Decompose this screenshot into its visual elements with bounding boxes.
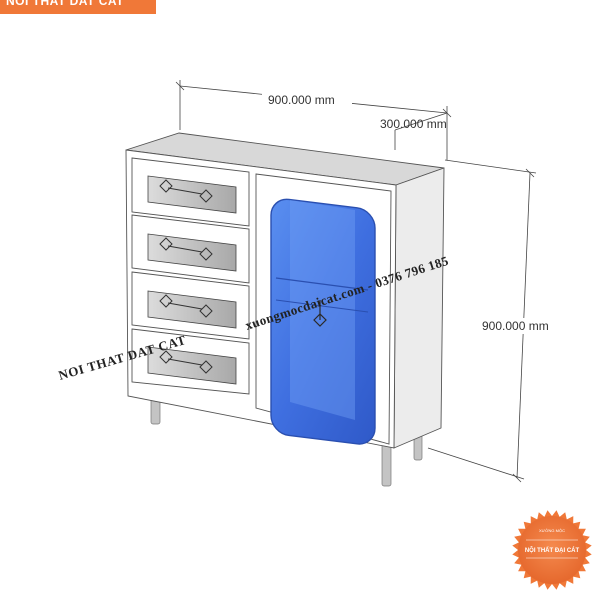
top-logo-text: NOI THAT DAT CAT [6,0,124,8]
height-label: 900.000 mm [482,319,549,333]
brand-badge: XƯỞNG MỘC NỘI THẤT ĐẠI CÁT [512,510,592,590]
drawer-glass-panels [147,175,237,385]
badge-top-text: XƯỞNG MỘC [539,528,565,533]
door-handle-icon [313,300,327,327]
dimension-depth [394,112,448,150]
width-label-bg [262,92,352,108]
width-label: 900.000 mm [268,93,335,107]
depth-label: 300.000 mm [380,117,447,131]
drawer-handle-icon [159,179,213,374]
top-logo-banner: NOI THAT DAT CAT [0,0,156,14]
badge-main-text: NỘI THẤT ĐẠI CÁT [525,546,580,554]
glass-door[interactable] [255,173,392,446]
height-label-bg [478,318,566,334]
